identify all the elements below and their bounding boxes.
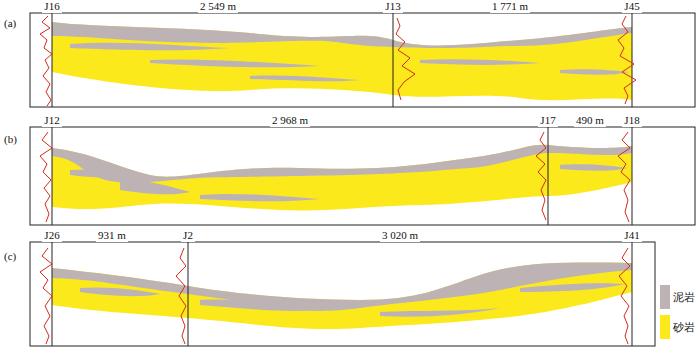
- distance-label: 931 m: [96, 229, 128, 242]
- well-name: J26: [42, 229, 61, 242]
- legend-swatch: [660, 285, 670, 309]
- distance-label: 3 020 m: [380, 229, 420, 242]
- distance-label: 490 m: [574, 114, 606, 127]
- panel-label: (b): [2, 133, 19, 146]
- well-name: J41: [622, 229, 641, 242]
- well-name: J17: [538, 114, 557, 127]
- distance-label: 2 549 m: [198, 0, 238, 13]
- panel-label: (a): [2, 17, 18, 30]
- well-name: J16: [42, 0, 61, 13]
- legend-swatch: [660, 315, 670, 339]
- panel-label: (c): [2, 250, 18, 263]
- well-name: J45: [622, 0, 641, 13]
- legend-text: 砂岩: [673, 321, 695, 334]
- well-name: J2: [181, 229, 195, 242]
- well-name: J12: [42, 114, 61, 127]
- distance-label: 1 771 m: [490, 0, 530, 13]
- distance-label: 2 968 m: [270, 114, 310, 127]
- well-name: J13: [383, 0, 402, 13]
- legend-text: 泥岩: [673, 291, 695, 304]
- well-name: J18: [622, 114, 641, 127]
